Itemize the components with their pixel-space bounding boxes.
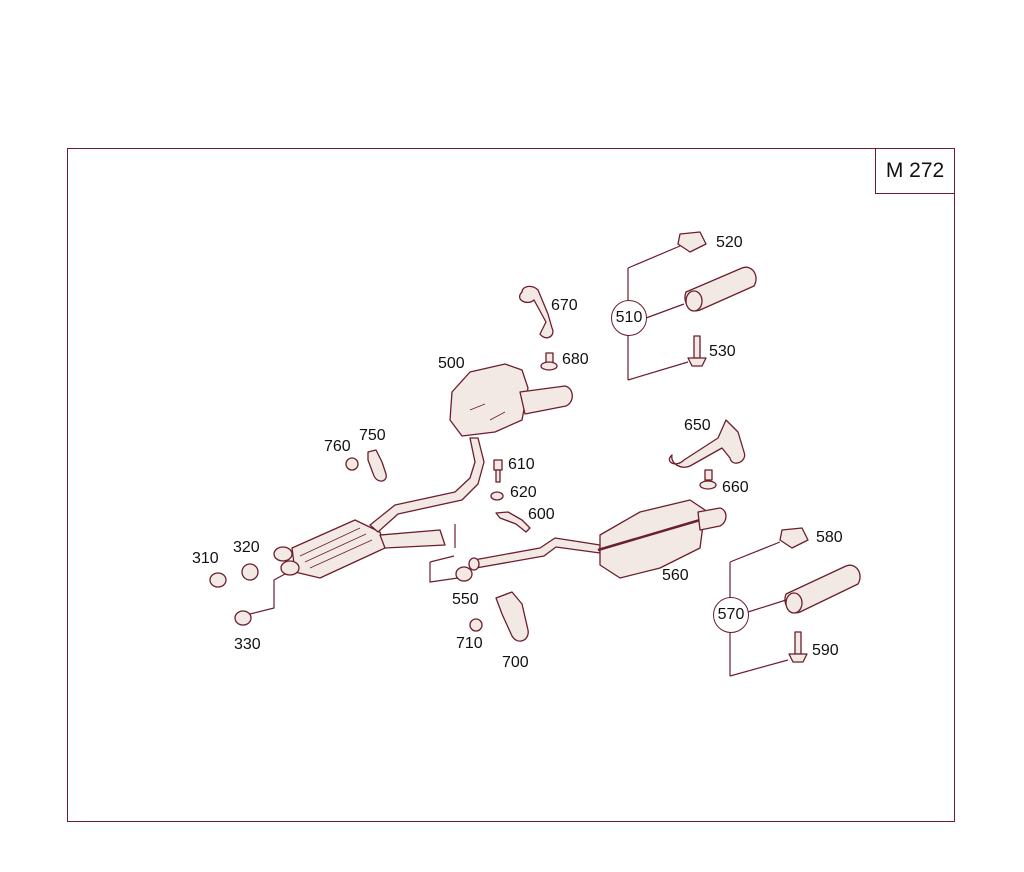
hanger-700	[495, 591, 529, 642]
callout-330: 330	[234, 636, 261, 653]
rubber-750	[367, 449, 387, 482]
nut-760	[345, 457, 359, 471]
callout-590: 590	[812, 642, 839, 659]
clamp-330	[234, 610, 252, 626]
callout-700: 700	[502, 654, 529, 671]
callout-550: 550	[452, 591, 479, 608]
callout-580: 580	[816, 529, 843, 546]
callout-320: 320	[233, 539, 260, 556]
bolt-610	[493, 459, 503, 483]
callout-520: 520	[716, 234, 743, 251]
tailpipe-570	[784, 564, 861, 614]
clip-520	[677, 231, 707, 253]
callout-500: 500	[438, 355, 465, 372]
front-pipe	[379, 529, 446, 549]
washer-620	[490, 491, 504, 501]
upper-pipe	[369, 437, 485, 533]
callout-310: 310	[192, 550, 219, 567]
clamp-320	[241, 563, 259, 581]
clip-580	[779, 527, 809, 549]
clamp-550	[455, 566, 473, 582]
callout-680: 680	[562, 351, 589, 368]
callout-750: 750	[359, 427, 386, 444]
callout-710: 710	[456, 635, 483, 652]
callout-600: 600	[528, 506, 555, 523]
callout-570: 570	[713, 597, 749, 633]
callout-620: 620	[510, 484, 537, 501]
callout-610: 610	[508, 456, 535, 473]
bolt-680	[540, 352, 558, 371]
clamp-310	[209, 572, 227, 588]
tailpipe-510	[684, 266, 757, 312]
callout-510: 510	[611, 300, 647, 336]
screw-530	[687, 335, 707, 367]
bracket-600	[495, 511, 531, 533]
callout-670: 670	[551, 297, 578, 314]
rear-pipe	[473, 537, 601, 569]
callout-560: 560	[662, 567, 689, 584]
callout-650: 650	[684, 417, 711, 434]
hanger-670	[519, 285, 554, 339]
leader-330	[249, 573, 286, 615]
diagram-frame	[67, 148, 955, 822]
nut-710	[469, 618, 483, 632]
callout-660: 660	[722, 479, 749, 496]
center-muffler	[449, 363, 573, 437]
screw-590	[788, 631, 808, 663]
hanger-650	[668, 419, 746, 468]
catalytic-converter	[273, 519, 386, 579]
rear-muffler	[597, 499, 727, 579]
callout-530: 530	[709, 343, 736, 360]
leader-550	[429, 555, 459, 583]
engine-badge: M 272	[875, 148, 955, 194]
callout-760: 760	[324, 438, 351, 455]
bolt-660	[699, 469, 717, 490]
